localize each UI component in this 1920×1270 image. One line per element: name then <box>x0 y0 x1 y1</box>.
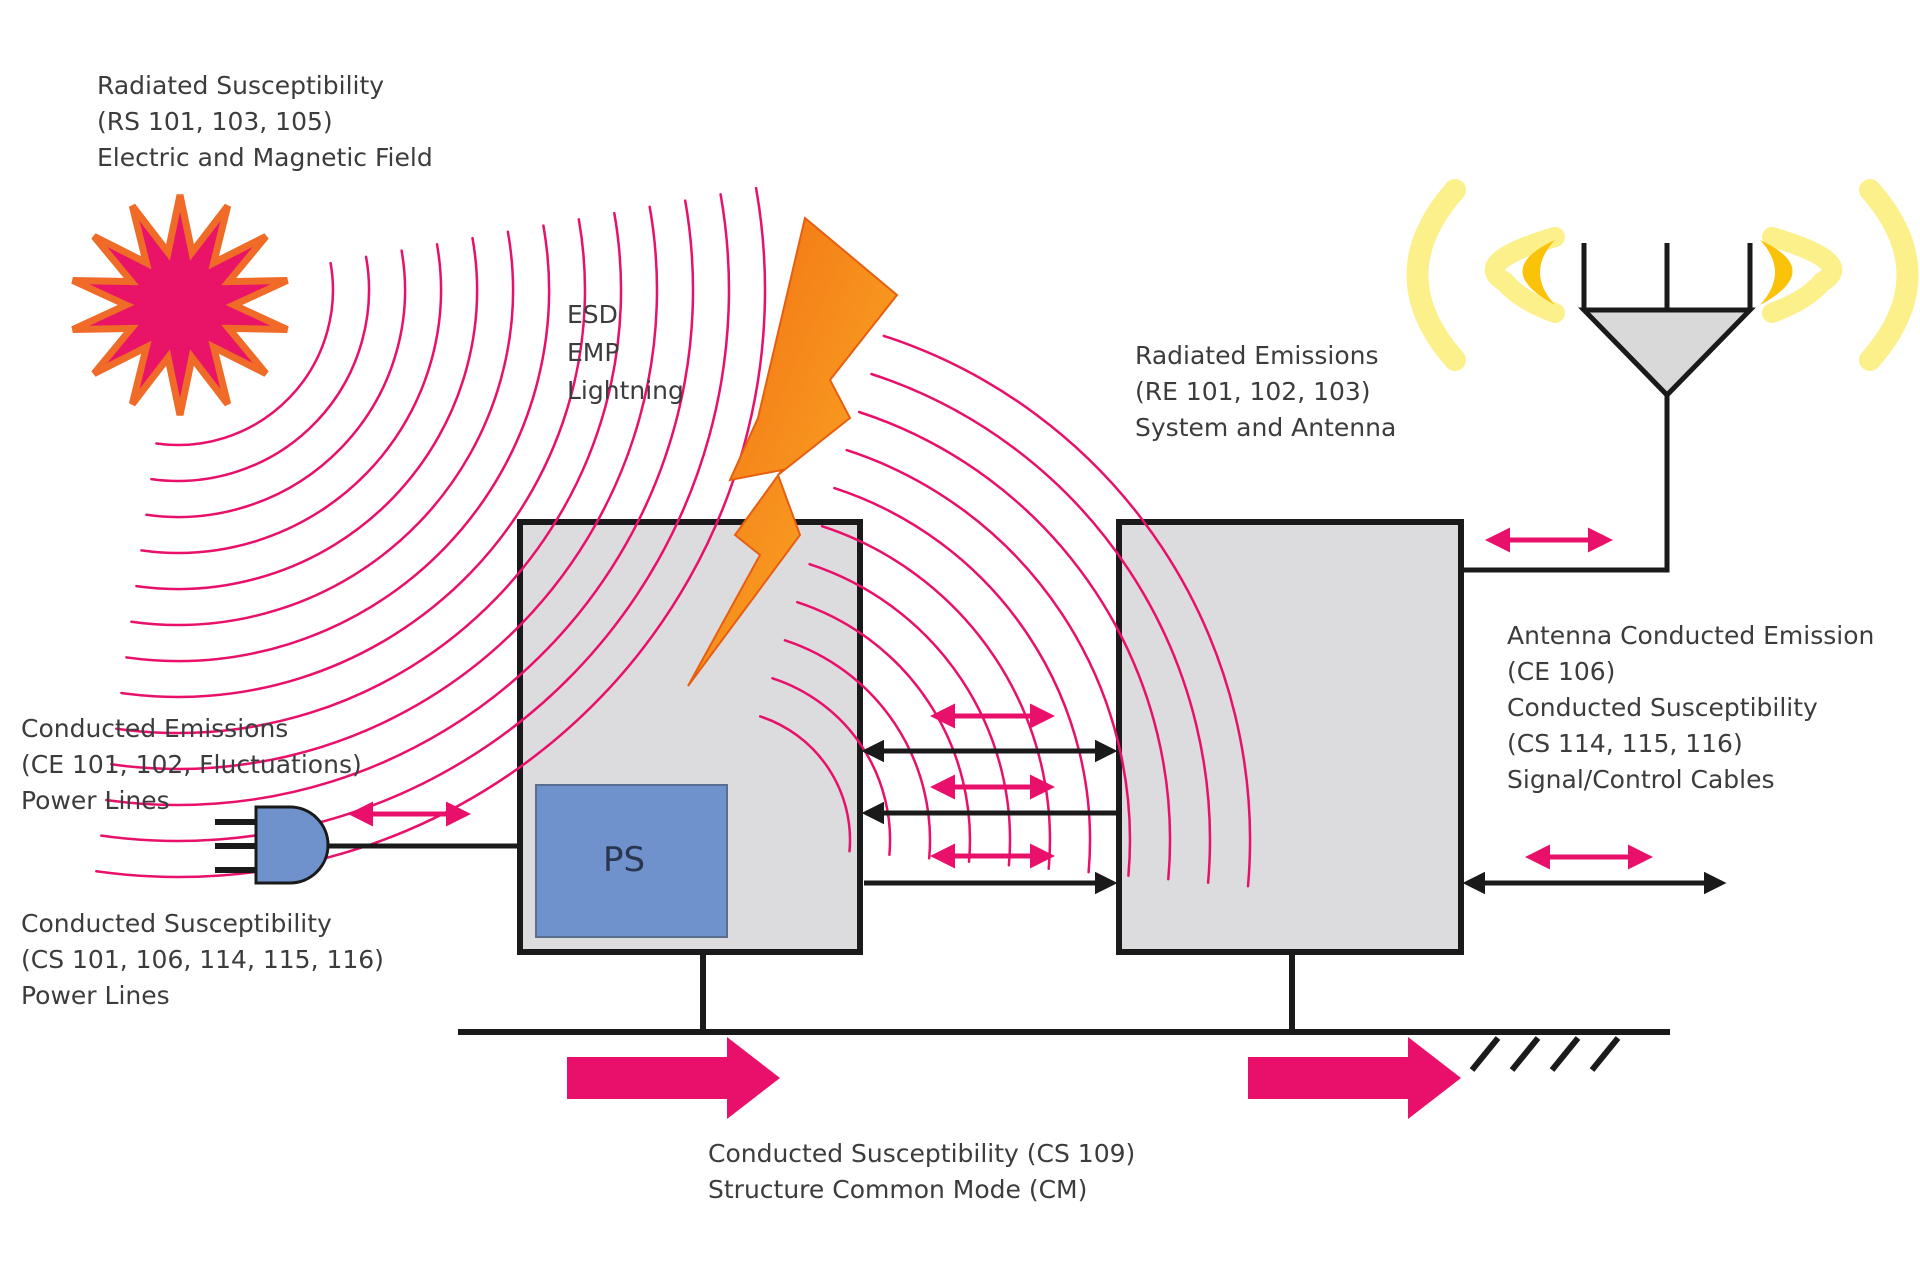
radiated-susceptibility-arc <box>115 211 623 735</box>
antenna-glow-inner-left <box>1522 240 1555 305</box>
common-mode-arrow-right <box>1248 1037 1461 1119</box>
radiated-susceptibility-arcs <box>95 186 767 879</box>
conducted-susceptibility-power-label: Conducted Susceptibility (CS 101, 106, 1… <box>21 909 384 1010</box>
power-plug-icon <box>215 805 330 885</box>
radiated-emissions-arc <box>845 448 1132 877</box>
power-supply-block <box>535 784 728 938</box>
antenna-glow-inner-right <box>1760 240 1793 305</box>
radiated-emissions-arc <box>857 410 1172 881</box>
radiated-emissions-label: Radiated Emissions (RE 101, 102, 103) Sy… <box>1135 341 1397 442</box>
radiated-emissions-arc <box>808 562 1012 867</box>
antenna-conducted-label: Antenna Conducted Emission (CE 106) Cond… <box>1507 621 1875 794</box>
radiated-susceptibility-arc <box>155 261 335 447</box>
radiated-emissions-arc <box>882 334 1252 888</box>
radiated-susceptibility-arc <box>110 205 659 771</box>
esd-emp-lightning-label: ESD EMP Lightning <box>567 300 684 405</box>
radiated-emissions-arc <box>870 372 1212 884</box>
radiated-emissions-arcs <box>758 334 1252 888</box>
radiated-emissions-arc <box>758 715 852 853</box>
radiated-susceptibility-arc <box>145 249 407 519</box>
common-mode-arrow-left <box>567 1037 780 1119</box>
antenna-radiation-glow <box>1406 179 1919 371</box>
radiated-susceptibility-arc <box>130 230 515 627</box>
radiated-susceptibility-arc <box>150 255 371 483</box>
power-supply-label: PS <box>603 840 646 880</box>
inter-box-cables <box>861 739 1118 895</box>
radiated-emissions-arc <box>783 639 932 860</box>
coupling-double-arrows <box>348 527 1653 870</box>
conducted-emissions-label: Conducted Emissions (CE 101, 102, Fluctu… <box>21 714 362 815</box>
conducted-susceptibility-structure-label: Conducted Susceptibility (CS 109) Struct… <box>708 1139 1136 1204</box>
antenna-icon <box>1462 243 1756 573</box>
radiated-susceptibility-arc <box>120 218 587 699</box>
radiated-susceptibility-arc <box>140 243 443 555</box>
radiated-susceptibility-arc <box>105 199 695 807</box>
radiated-emissions-arc <box>820 524 1052 871</box>
radiated-susceptibility-label: Radiated Susceptibility (RS 101, 103, 10… <box>97 71 433 172</box>
ground-hatch <box>1469 1036 1621 1072</box>
ground-structure <box>458 952 1670 1035</box>
radiated-emissions-arc <box>833 486 1092 874</box>
radiation-source-starburst-icon <box>71 194 289 416</box>
right-equipment-box <box>1116 519 1464 955</box>
radiated-susceptibility-arc <box>125 224 551 663</box>
radiated-susceptibility-arc <box>135 236 479 591</box>
lightning-bolt-icon <box>687 216 899 687</box>
